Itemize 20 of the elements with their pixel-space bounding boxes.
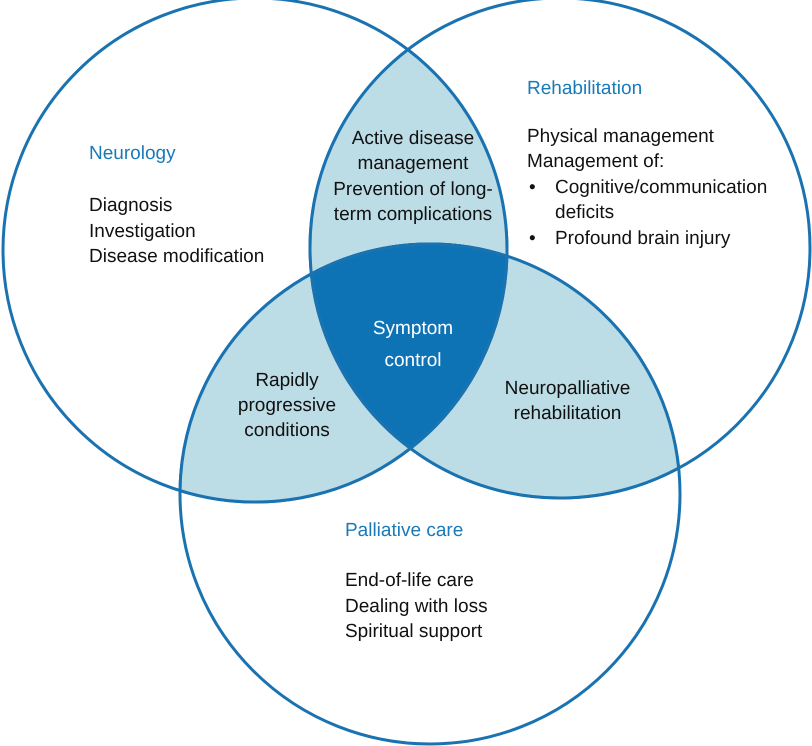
list-item: End-of-life care: [345, 569, 475, 593]
region-label: Neuropalliative rehabilitation: [504, 377, 632, 426]
region-label: Symptom control: [372, 317, 454, 373]
circle-title: Rehabilitation: [527, 77, 644, 101]
region-label: Active disease management: [350, 127, 476, 176]
region-label: Prevention of long-term complications: [333, 178, 493, 227]
list-item: Physical management: [527, 125, 715, 149]
list-item: •: [529, 227, 537, 251]
list-item: Cognitive/communication deficits: [555, 176, 768, 225]
list-item: Spiritual support: [345, 620, 484, 644]
list-item: Dealing with loss: [345, 595, 489, 619]
region-label: Rapidly progressive conditions: [236, 369, 338, 443]
list-item: Investigation: [89, 220, 197, 244]
circle-title: Neurology: [89, 142, 177, 166]
list-item: Disease modification: [89, 245, 266, 269]
list-item: Management of:: [527, 150, 666, 174]
circle-title: Palliative care: [345, 519, 464, 543]
list-item: Diagnosis: [89, 194, 174, 218]
list-item: •: [529, 176, 537, 200]
list-item: Profound brain injury: [555, 227, 732, 251]
